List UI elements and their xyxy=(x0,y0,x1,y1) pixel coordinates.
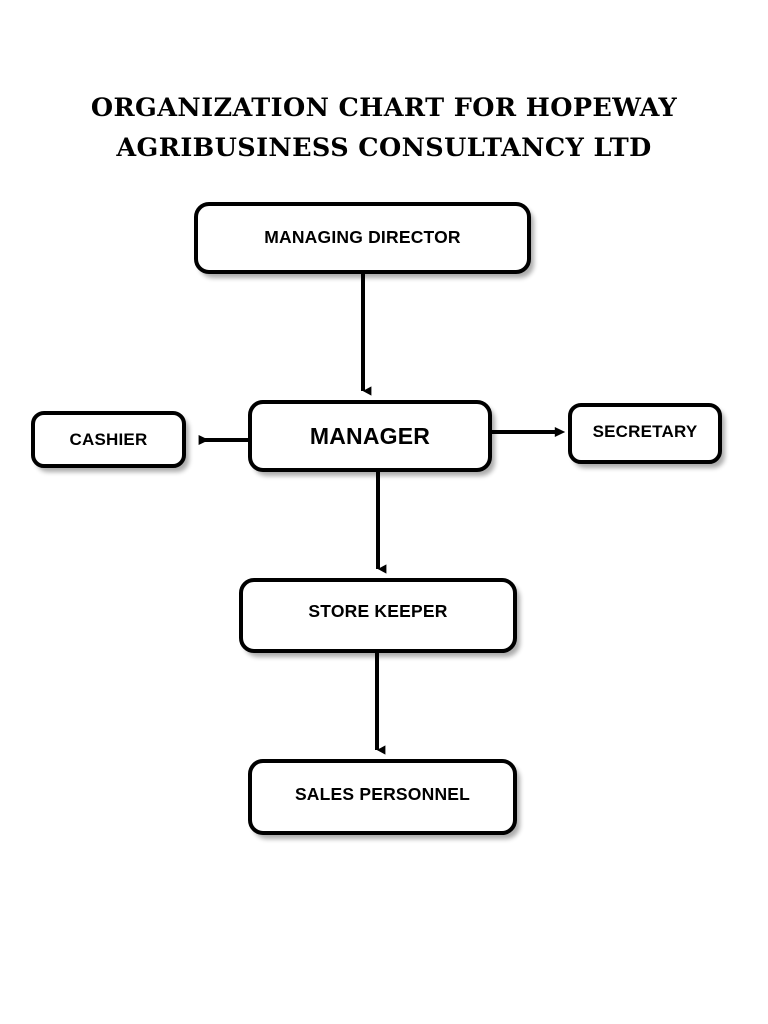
org-node-label: MANAGER xyxy=(309,422,431,449)
org-node-secretary[interactable]: SECRETARY xyxy=(568,403,722,464)
org-node-label: CASHIER xyxy=(69,430,148,449)
org-node-store-keeper[interactable]: STORE KEEPER xyxy=(239,578,517,653)
page-title: ORGANIZATION CHART FOR HOPEWAY AGRIBUSIN… xyxy=(90,93,678,163)
org-node-cashier[interactable]: CASHIER xyxy=(31,411,186,468)
org-node-manager[interactable]: MANAGER xyxy=(248,400,492,472)
org-node-label: STORE KEEPER xyxy=(308,600,448,621)
org-node-label: SECRETARY xyxy=(592,422,698,441)
org-node-label: SALES PERSONNEL xyxy=(294,784,471,805)
org-node-label: MANAGING DIRECTOR xyxy=(264,227,461,248)
org-node-sales-personnel[interactable]: SALES PERSONNEL xyxy=(248,759,517,835)
org-node-managing-director[interactable]: MANAGING DIRECTOR xyxy=(194,202,531,274)
